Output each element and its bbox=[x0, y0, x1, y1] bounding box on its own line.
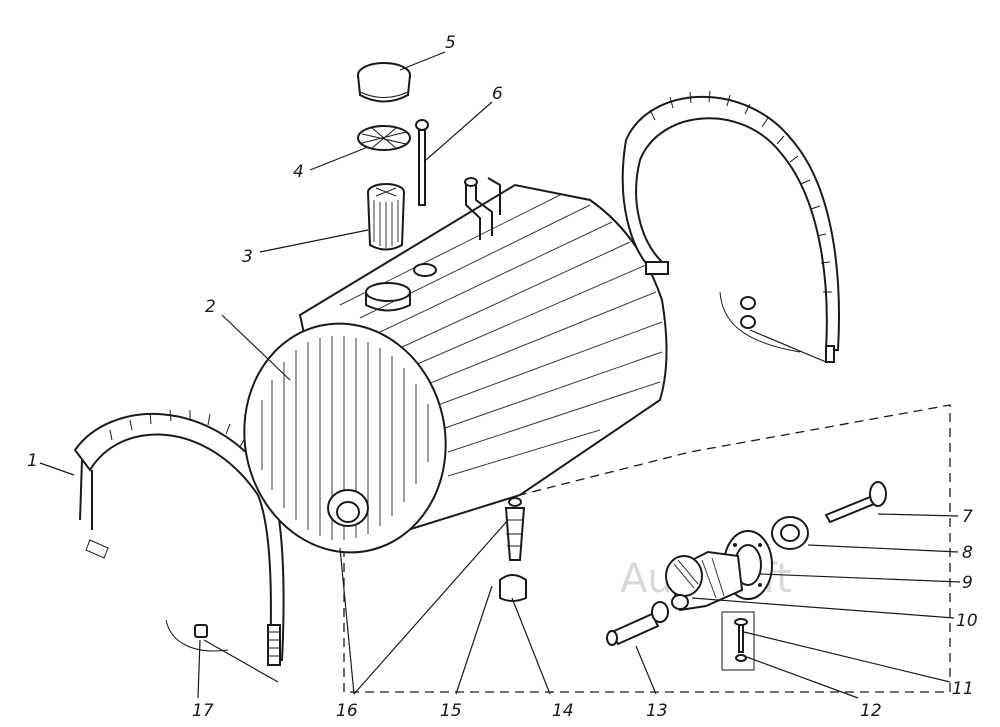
callout-9: 9 bbox=[962, 573, 973, 593]
part-7-bolt bbox=[824, 481, 887, 524]
part-2-fuel-tank bbox=[243, 177, 668, 554]
part-14-15-drain-cock bbox=[499, 497, 527, 602]
callout-1: 1 bbox=[27, 451, 38, 471]
assembly-group-boundary bbox=[343, 404, 951, 693]
callout-11: 11 bbox=[952, 679, 974, 699]
callout-8: 8 bbox=[962, 543, 973, 563]
callout-12: 12 bbox=[860, 701, 882, 721]
callout-2: 2 bbox=[205, 297, 216, 317]
part-10-filter-housing bbox=[665, 550, 744, 612]
part-11-12-screw-washer bbox=[721, 611, 755, 671]
callout-4: 4 bbox=[293, 162, 304, 182]
callout-5: 5 bbox=[445, 33, 456, 53]
right-strap bbox=[621, 90, 840, 363]
callout-17: 17 bbox=[192, 701, 214, 721]
callout-14: 14 bbox=[552, 701, 574, 721]
part-8-washer bbox=[771, 516, 809, 550]
part-3-filler-strainer bbox=[367, 183, 405, 251]
callout-3: 3 bbox=[242, 247, 253, 267]
part-6-gauge-rod bbox=[415, 119, 429, 206]
callout-16: 16 bbox=[336, 701, 358, 721]
callout-10: 10 bbox=[956, 611, 978, 631]
part-4-filter-mesh bbox=[357, 125, 411, 151]
callout-labels: 1 2 3 4 5 6 7 8 9 10 11 12 13 14 15 16 1… bbox=[27, 33, 978, 721]
part-5-filler-cap bbox=[357, 62, 411, 103]
part-13-pipe-fitting bbox=[606, 601, 669, 646]
callout-13: 13 bbox=[646, 701, 668, 721]
callout-15: 15 bbox=[440, 701, 462, 721]
callout-6: 6 bbox=[492, 84, 503, 104]
part-1-left-strap bbox=[73, 409, 285, 666]
leader-lines bbox=[39, 51, 961, 699]
callout-7: 7 bbox=[962, 507, 973, 527]
